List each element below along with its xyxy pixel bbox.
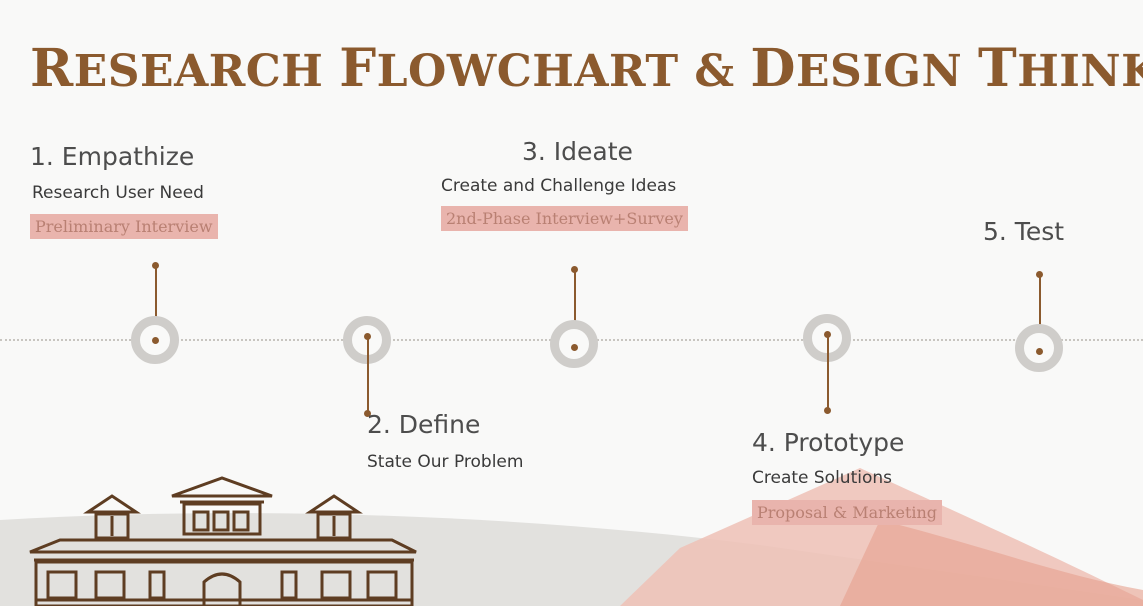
stage-1-tag: Preliminary Interview (30, 214, 218, 239)
title-part-lowchart: LOWCHART & (376, 46, 751, 97)
stage-4-node-dot (824, 331, 831, 338)
stage-3-heading: 3. Ideate (522, 137, 633, 166)
page-title: RESEARCH FLOWCHART & DESIGN THINKING (30, 38, 1143, 99)
stage-1-heading: 1. Empathize (30, 142, 195, 171)
stage-1-connector (155, 264, 157, 340)
title-part-esearch: ESEARCH (73, 46, 340, 97)
stage-3-subtitle: Create and Challenge Ideas (441, 176, 677, 196)
stage-3-connector (574, 269, 576, 347)
stage-4-heading: 4. Prototype (752, 428, 905, 457)
stage-2-subtitle: State Our Problem (367, 452, 524, 472)
building-illustration-icon (29, 476, 417, 606)
stage-5-node-dot (1036, 348, 1043, 355)
stage-1-connector-dot (152, 262, 159, 269)
stage-1-subtitle: Research User Need (32, 183, 204, 203)
stage-4-connector (827, 336, 829, 412)
stage-5-heading: 5. Test (983, 217, 1065, 246)
stage-3-tag: 2nd-Phase Interview+Survey (441, 206, 688, 231)
title-part-hinking: HINKING (1017, 46, 1143, 97)
stage-5-connector (1039, 274, 1041, 352)
title-initial-d: D (750, 38, 797, 99)
stage-4-subtitle: Create Solutions (752, 468, 893, 488)
stage-2-heading: 2. Define (367, 410, 481, 439)
stage-3-connector-dot (571, 266, 578, 273)
stage-2-node-dot (364, 333, 371, 340)
stage-1-node-dot (152, 337, 159, 344)
title-initial-f: F (339, 38, 377, 99)
stage-3-node-dot (571, 344, 578, 351)
peach-hill-shadow (840, 520, 1143, 606)
stage-4-tag: Proposal & Marketing (752, 500, 943, 525)
title-initial-r: R (30, 38, 74, 99)
title-initial-t: T (978, 38, 1018, 99)
stage-4-connector-dot (824, 407, 831, 414)
stage-2-connector-dot (364, 410, 371, 417)
title-part-esign: ESIGN (796, 46, 979, 97)
stage-2-connector (367, 338, 369, 414)
stage-5-connector-dot (1036, 271, 1043, 278)
